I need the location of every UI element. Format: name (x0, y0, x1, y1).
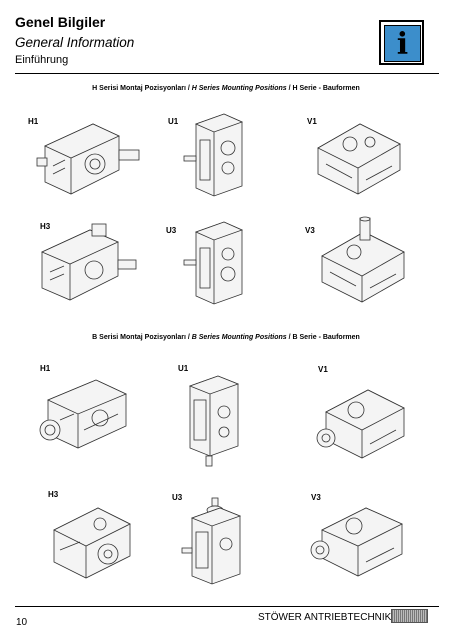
h-series-h1-drawing (36, 123, 140, 195)
h-series-caption: H Serisi Montaj Pozisyonları / H Series … (0, 85, 452, 92)
company-name: STÖWER ANTRIEBTECHNIK GmbH (258, 612, 424, 623)
b-series-caption-de: / B Serie - Bauformen (288, 334, 360, 341)
h-series-label-v3: V3 (305, 226, 315, 235)
b-series-caption-en: B Series Mounting Positions (191, 334, 287, 341)
h-series-u1-drawing (183, 113, 244, 197)
page-title: Genel Bilgiler (15, 14, 106, 30)
footer-divider (15, 606, 439, 607)
h-series-label-h3: H3 (40, 222, 51, 231)
h-series-label-v1: V1 (307, 117, 317, 126)
h-series-u3-drawing (183, 221, 244, 305)
b-series-label-u1: U1 (178, 364, 189, 373)
b-series-h1-drawing (39, 379, 127, 449)
b-series-caption-tr: B Serisi Montaj Pozisyonları / (92, 334, 190, 341)
b-series-label-h3: H3 (48, 490, 59, 499)
page-subtitle-de: Einführung (15, 54, 69, 66)
company-logo (391, 609, 428, 623)
h-series-label-u1: U1 (168, 117, 179, 126)
h-series-caption-tr: H Serisi Montaj Pozisyonları / (92, 85, 190, 92)
b-series-label-h1: H1 (40, 364, 51, 373)
h-series-label-h1: H1 (28, 117, 39, 126)
h-series-label-u3: U3 (166, 226, 177, 235)
b-series-u3-drawing (181, 497, 242, 585)
h-series-h3-drawing (41, 223, 137, 301)
b-series-v1-drawing (316, 389, 405, 459)
b-series-v3-drawing (310, 507, 403, 577)
header-divider (15, 73, 439, 74)
page-number: 10 (16, 617, 28, 628)
b-series-label-v1: V1 (318, 365, 328, 374)
info-icon: i (379, 20, 424, 65)
info-icon-glyph: i (396, 27, 409, 62)
h-series-v1-drawing (317, 123, 401, 195)
b-series-u1-drawing (188, 375, 240, 467)
page-subtitle-en: General Information (15, 35, 135, 50)
h-series-caption-en: H Series Mounting Positions (191, 85, 287, 92)
info-icon-background: i (384, 25, 421, 62)
b-series-caption: B Serisi Montaj Pozisyonları / B Series … (0, 334, 452, 341)
b-series-h3-drawing (53, 507, 131, 579)
b-series-label-v3: V3 (311, 493, 321, 502)
h-series-caption-de: / H Serie - Bauformen (288, 85, 360, 92)
b-series-label-u3: U3 (172, 493, 183, 502)
h-series-v3-drawing (321, 216, 405, 303)
